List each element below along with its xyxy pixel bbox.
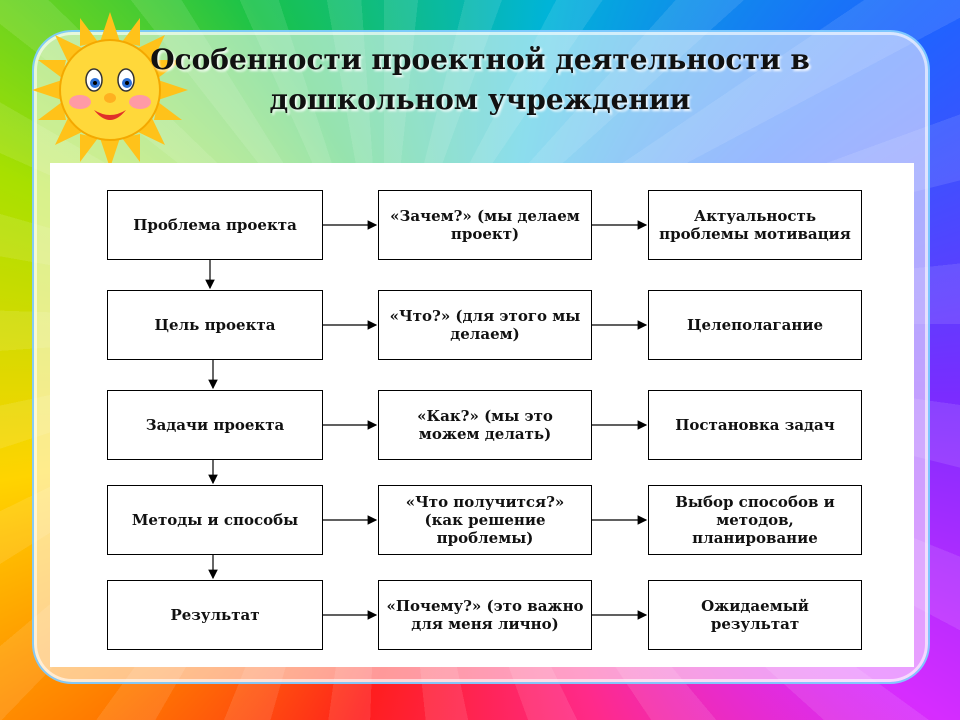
- result-box: Постановка задач: [648, 390, 862, 460]
- result-box: Целеполагание: [648, 290, 862, 360]
- result-box: Выбор способов и методов, планирование: [648, 485, 862, 555]
- diagram-panel: Проблема проекта «Зачем?» (мы делаем про…: [50, 163, 914, 667]
- question-box: «Что?» (для этого мы делаем): [378, 290, 592, 360]
- stage-box: Результат: [107, 580, 323, 650]
- stage-box: Задачи проекта: [107, 390, 323, 460]
- result-box: Актуальность проблемы мотивация: [648, 190, 862, 260]
- question-box: «Как?» (мы это можем делать): [378, 390, 592, 460]
- page-title: Особенности проектной деятельности в дош…: [150, 43, 810, 116]
- result-box: Ожидаемый результат: [648, 580, 862, 650]
- stage-box: Цель проекта: [107, 290, 323, 360]
- stage-box: Методы и способы: [107, 485, 323, 555]
- stage-box: Проблема проекта: [107, 190, 323, 260]
- sun-icon: [32, 12, 188, 168]
- question-box: «Что получится?» (как решение проблемы): [378, 485, 592, 555]
- question-box: «Зачем?» (мы делаем проект): [378, 190, 592, 260]
- connector-arrows: [205, 220, 648, 620]
- question-box: «Почему?» (это важно для меня лично): [378, 580, 592, 650]
